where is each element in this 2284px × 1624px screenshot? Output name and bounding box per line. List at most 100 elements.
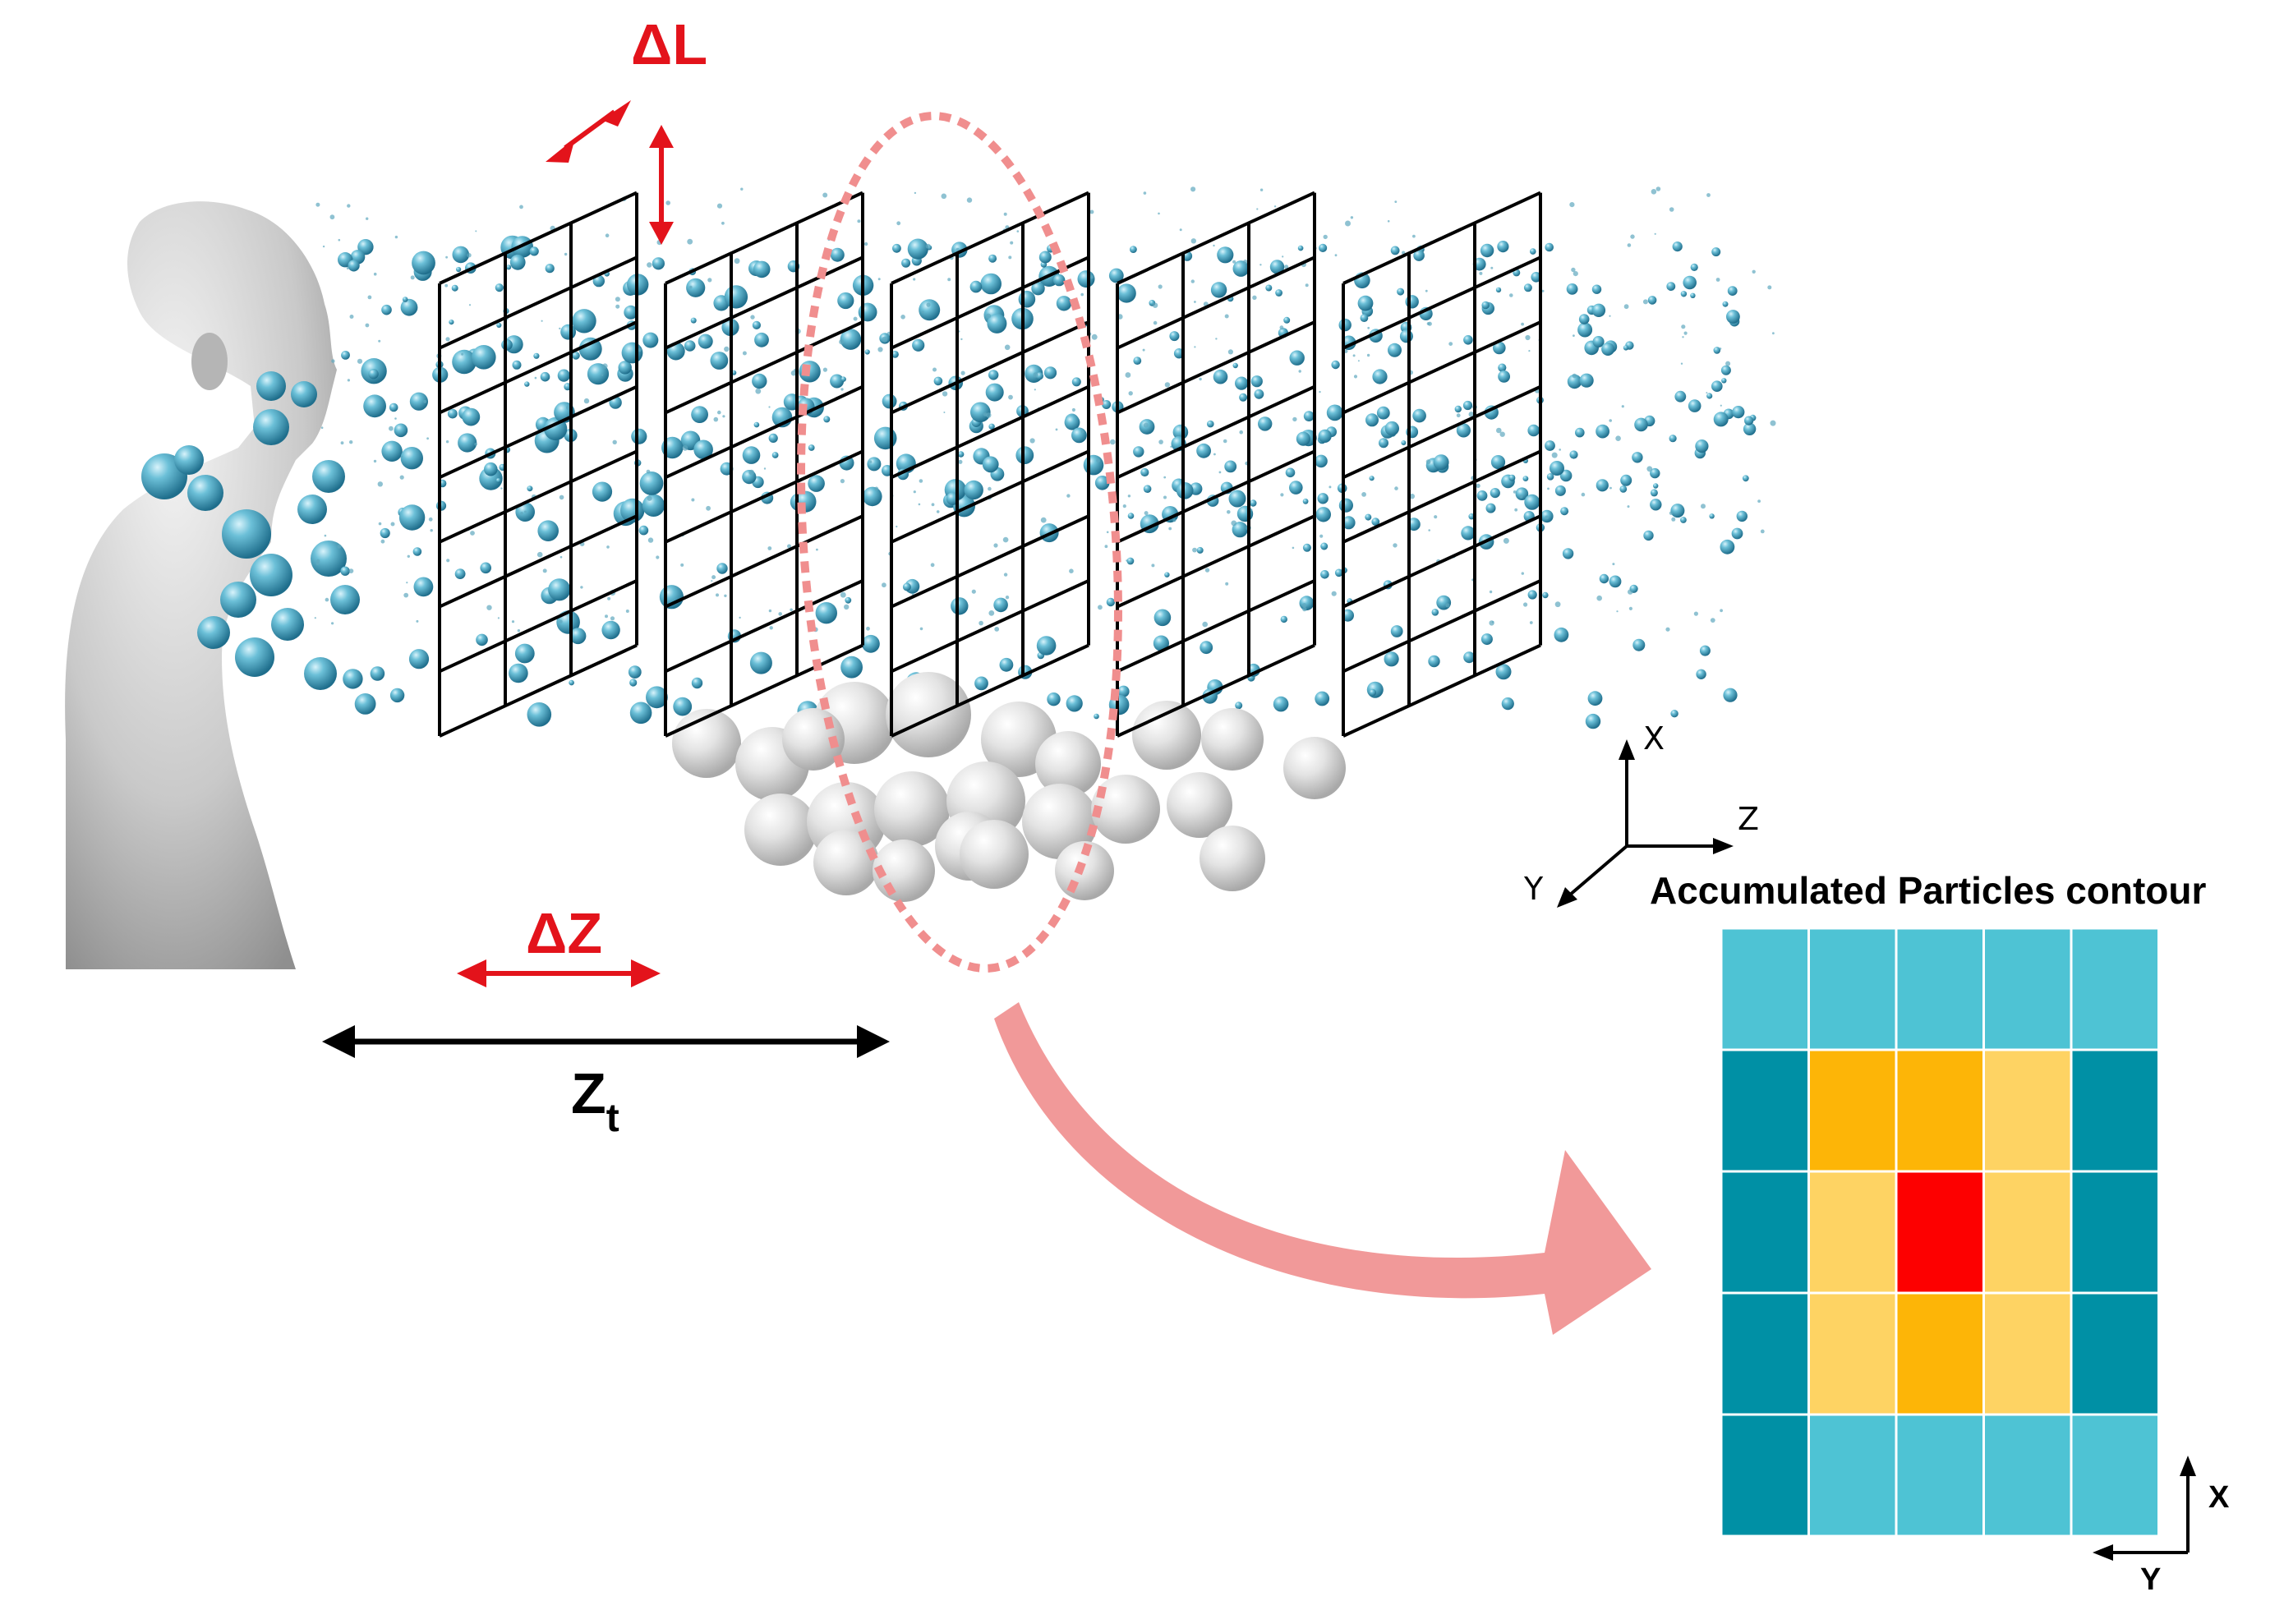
particle	[1003, 573, 1008, 577]
particle	[1566, 283, 1578, 295]
plane-grid-line	[1117, 449, 1315, 544]
plane-grid-line	[891, 449, 1089, 544]
plane-grid-line	[665, 643, 863, 738]
contour-cell	[1720, 1413, 1810, 1538]
particle	[1003, 212, 1007, 216]
plane-grid-line	[1117, 384, 1315, 479]
particle	[1273, 696, 1289, 712]
particle	[347, 204, 351, 208]
plane-grid-line	[1117, 514, 1315, 609]
particle	[1646, 466, 1653, 472]
particle	[1328, 485, 1332, 489]
particle	[367, 295, 372, 300]
particle	[1521, 572, 1525, 575]
particle	[1201, 708, 1264, 771]
contour-cell	[1720, 927, 1810, 1051]
particle	[1089, 209, 1094, 214]
particle	[1709, 513, 1715, 519]
particle	[625, 610, 629, 613]
particle	[1581, 492, 1586, 497]
particle	[1596, 424, 1609, 439]
particle	[1592, 336, 1605, 347]
particle	[1513, 490, 1517, 494]
particle	[1232, 362, 1238, 369]
particle	[907, 238, 928, 260]
particle	[1529, 621, 1533, 624]
particle	[413, 577, 434, 597]
particle	[713, 416, 719, 422]
particle	[363, 394, 386, 418]
particle	[511, 620, 515, 623]
particle	[1770, 420, 1776, 426]
particle	[343, 669, 363, 689]
particle	[514, 643, 535, 664]
particle	[1207, 420, 1214, 428]
particle	[569, 679, 574, 686]
particle	[1599, 573, 1609, 584]
particle	[534, 376, 537, 380]
particle	[1292, 546, 1295, 550]
particle	[1299, 596, 1315, 611]
particle	[1289, 481, 1303, 495]
particle	[1043, 366, 1057, 380]
particle	[1192, 547, 1197, 553]
axis-3d-x-label: X	[1643, 720, 1665, 757]
particle	[1695, 439, 1709, 453]
particle	[1004, 344, 1011, 351]
particle	[564, 252, 568, 256]
particle	[615, 304, 620, 309]
particle	[456, 266, 462, 273]
particle	[1144, 511, 1149, 516]
particle	[1497, 241, 1509, 253]
particle	[1128, 391, 1133, 396]
particle	[853, 316, 858, 321]
particle	[882, 336, 888, 343]
particle	[1018, 290, 1036, 308]
particle	[1634, 417, 1648, 432]
particle	[1579, 373, 1594, 388]
particle	[882, 393, 897, 409]
particle	[401, 456, 403, 458]
particle	[1196, 546, 1204, 554]
particle	[569, 628, 587, 645]
particle	[322, 245, 325, 248]
particle	[1158, 284, 1163, 289]
z-total-subscript: t	[606, 1097, 619, 1140]
particle	[1352, 354, 1356, 357]
particle	[1669, 435, 1677, 443]
plane-grid-line	[891, 514, 1089, 609]
particle	[646, 469, 651, 474]
particle	[790, 370, 797, 376]
sampling-plane	[1342, 191, 1542, 738]
particle	[755, 388, 762, 394]
particle	[618, 361, 632, 375]
particle	[400, 298, 418, 316]
particle	[966, 197, 973, 203]
particle	[1480, 243, 1494, 258]
particle	[1480, 633, 1493, 646]
particle	[813, 830, 879, 895]
particle	[1232, 260, 1236, 264]
deposited-particles	[672, 672, 1346, 902]
particle	[986, 412, 992, 418]
particle	[748, 469, 754, 476]
particle	[1331, 591, 1337, 596]
particle	[1468, 412, 1475, 417]
particle	[1628, 589, 1633, 595]
delta-l-arrows	[546, 100, 674, 245]
particle	[1367, 326, 1370, 329]
particle	[607, 596, 611, 600]
particle	[1289, 350, 1305, 366]
particle	[1509, 293, 1513, 297]
contour-cell	[1982, 1170, 2073, 1295]
particle	[1164, 382, 1171, 388]
axis-3d-z-label: Z	[1738, 801, 1759, 837]
particle	[1282, 255, 1284, 258]
particle	[1573, 334, 1575, 337]
particle	[1388, 343, 1402, 357]
particle	[970, 402, 991, 423]
particle	[716, 593, 719, 597]
particle	[1280, 493, 1284, 497]
particle	[1560, 507, 1569, 516]
particle	[297, 495, 327, 524]
